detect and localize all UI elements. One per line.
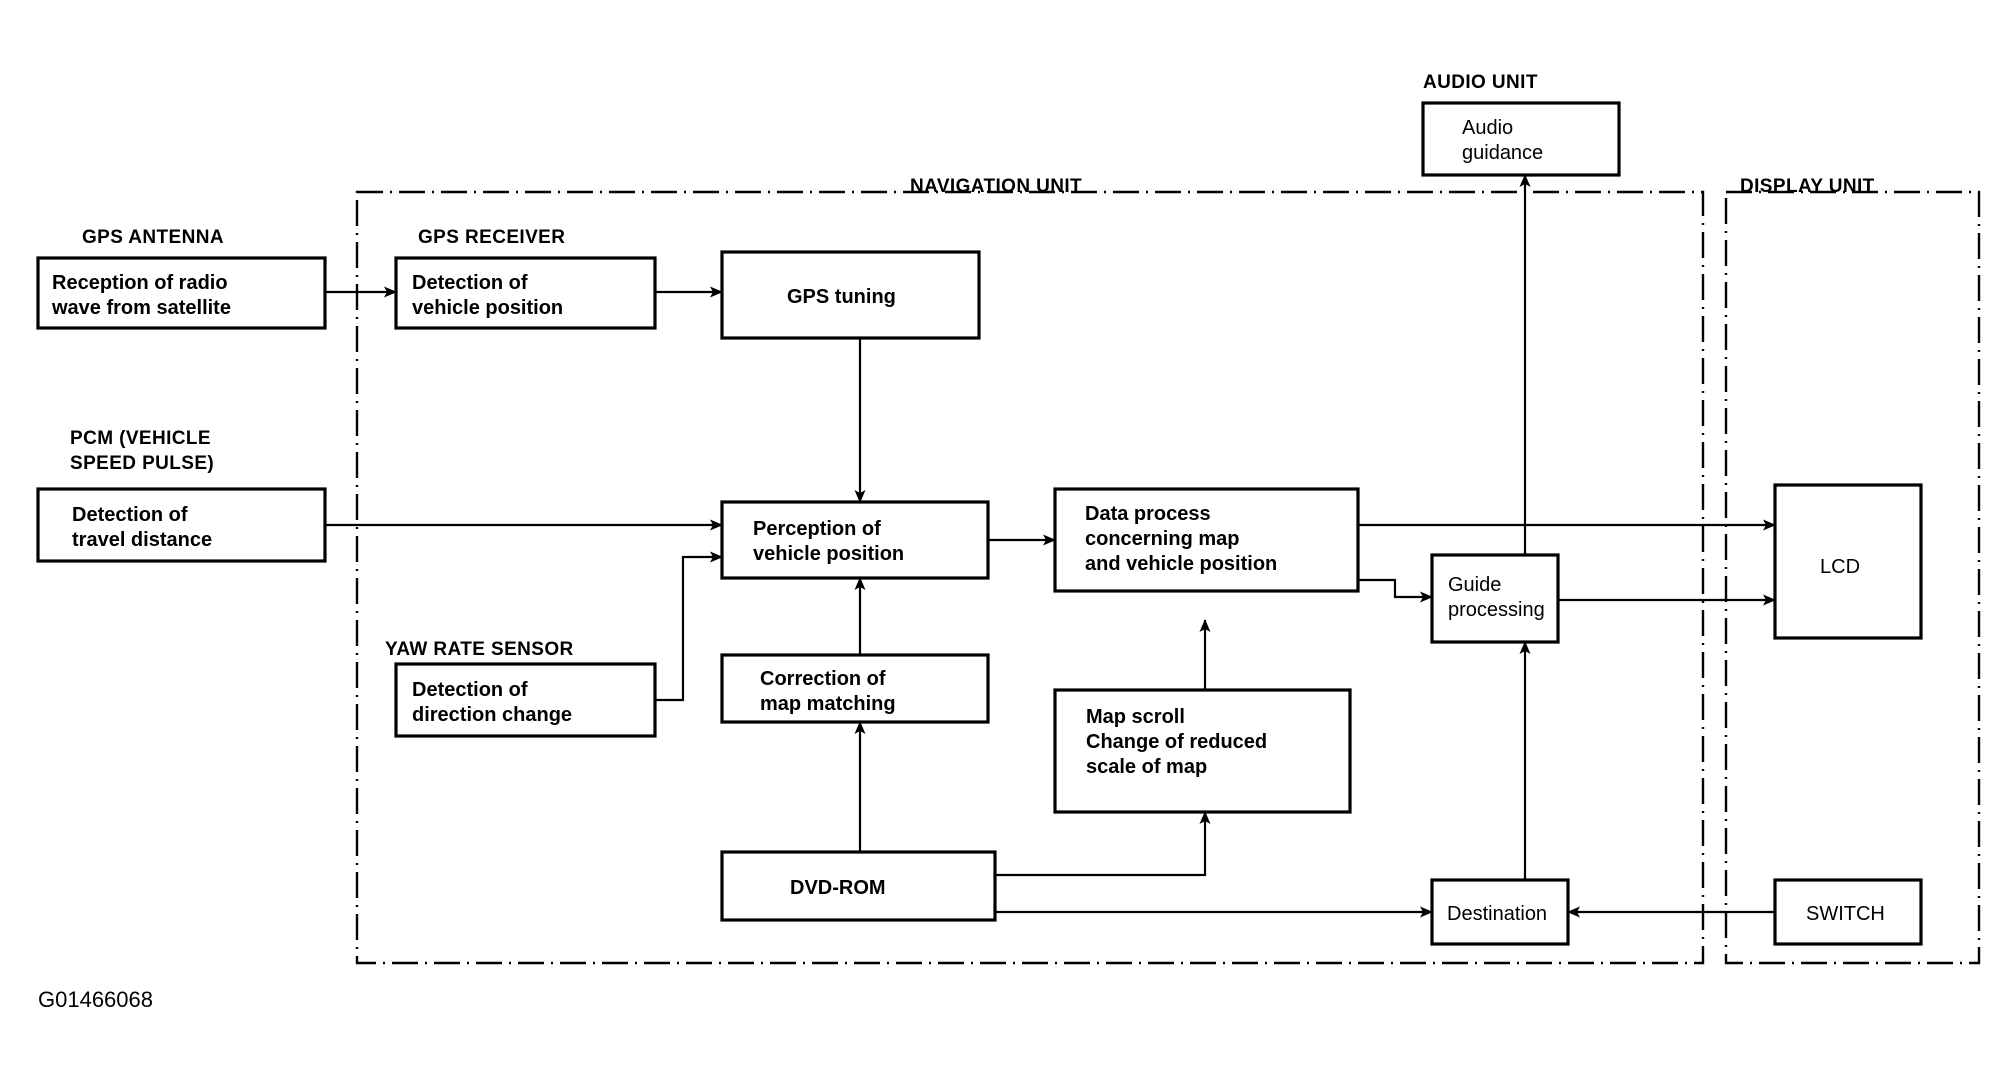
box-switch-label: SWITCH — [1806, 903, 1885, 925]
box-audio-guidance[interactable]: Audio guidance — [1421, 101, 1621, 177]
box-correction-line1: Correction of — [760, 668, 886, 690]
box-direction-change[interactable]: Detection of direction change — [394, 662, 657, 738]
box-destination-label: Destination — [1447, 903, 1547, 925]
box-map-scroll-line2: Change of reduced — [1086, 731, 1267, 753]
navigation-unit-boundary — [355, 190, 1705, 965]
group-label-yaw-rate: YAW RATE SENSOR — [385, 639, 574, 660]
box-reception-line2: wave from satellite — [51, 297, 231, 319]
box-data-process-line3: and vehicle position — [1085, 553, 1277, 575]
box-data-process-line1: Data process — [1085, 503, 1211, 525]
box-direction-line2: direction change — [412, 704, 572, 726]
box-reception[interactable]: Reception of radio wave from satellite — [36, 256, 327, 330]
box-map-scroll-line3: scale of map — [1086, 756, 1207, 778]
group-label-pcm-line1: PCM (VEHICLE — [70, 428, 211, 449]
box-audio-line1: Audio — [1462, 117, 1513, 139]
box-destination[interactable]: Destination — [1430, 878, 1570, 946]
box-lcd-label: LCD — [1820, 556, 1860, 578]
group-label-navigation: NAVIGATION UNIT — [910, 176, 1082, 197]
group-label-audio: AUDIO UNIT — [1423, 72, 1538, 93]
link-yaw-to-perception — [655, 551, 723, 702]
link-dataprocess-to-guide — [1358, 578, 1433, 603]
box-perception-line1: Perception of — [753, 518, 881, 540]
box-direction-line1: Detection of — [412, 679, 528, 701]
box-guide-line2: processing — [1448, 599, 1545, 621]
group-label-pcm-line2: SPEED PULSE) — [70, 453, 214, 474]
box-travel-distance[interactable]: Detection of travel distance — [36, 487, 327, 563]
box-gps-tuning-label: GPS tuning — [787, 286, 896, 308]
box-dvd-rom-label: DVD-ROM — [790, 877, 886, 899]
box-travel-line1: Detection of — [72, 504, 188, 526]
box-travel-line2: travel distance — [72, 529, 212, 551]
box-detection-pos-line1: Detection of — [412, 272, 528, 294]
diagram-caption: G01466068 — [38, 987, 153, 1012]
box-detection-pos-line2: vehicle position — [412, 297, 563, 319]
box-correction-line2: map matching — [760, 693, 896, 715]
box-detection-vehicle-position[interactable]: Detection of vehicle position — [394, 256, 657, 330]
box-lcd[interactable]: LCD — [1773, 483, 1923, 640]
box-data-process[interactable]: Data process concerning map and vehicle … — [1053, 487, 1360, 593]
box-perception-line2: vehicle position — [753, 543, 904, 565]
box-gps-tuning[interactable]: GPS tuning — [720, 250, 981, 340]
box-reception-line1: Reception of radio — [52, 272, 228, 294]
box-guide-processing[interactable]: Guide processing — [1430, 553, 1560, 644]
group-label-gps-antenna: GPS ANTENNA — [82, 227, 224, 248]
display-unit-boundary — [1724, 190, 1981, 965]
box-data-process-line2: concerning map — [1085, 528, 1239, 550]
box-dvd-rom[interactable]: DVD-ROM — [720, 850, 997, 922]
box-correction-map-matching[interactable]: Correction of map matching — [720, 653, 990, 724]
box-perception-vehicle-position[interactable]: Perception of vehicle position — [720, 500, 990, 580]
box-guide-line1: Guide — [1448, 574, 1501, 596]
box-switch[interactable]: SWITCH — [1773, 878, 1923, 946]
group-label-gps-receiver: GPS RECEIVER — [418, 227, 565, 248]
box-map-scroll-line1: Map scroll — [1086, 706, 1185, 728]
box-audio-line2: guidance — [1462, 142, 1543, 164]
link-dvd-to-mapscroll — [995, 811, 1211, 877]
box-map-scroll[interactable]: Map scroll Change of reduced scale of ma… — [1053, 688, 1352, 814]
group-label-display: DISPLAY UNIT — [1740, 176, 1875, 197]
